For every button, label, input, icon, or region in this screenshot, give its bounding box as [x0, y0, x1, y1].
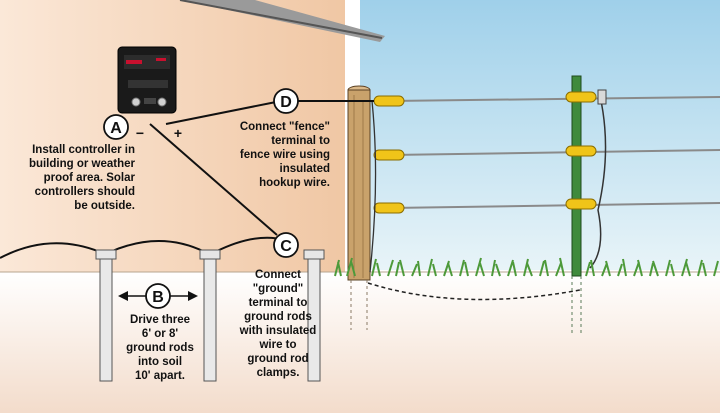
roof-edge [179, 0, 383, 39]
steel-t-post [571, 75, 582, 335]
jumper-wire [589, 95, 607, 269]
post-wire [369, 100, 377, 273]
gate-handle [597, 89, 607, 105]
step-badge-a: A [103, 114, 129, 140]
ground-rod [199, 249, 221, 382]
insulator [373, 149, 405, 161]
buried-wire [0, 242, 101, 259]
ground-rod [303, 249, 325, 382]
step-c-note: Connect "ground" terminal to ground rods… [239, 269, 317, 379]
step-b-note: Drive three 6' or 8' ground rods into so… [126, 314, 194, 382]
ground-hookup-wire [149, 123, 278, 236]
insulator [565, 91, 597, 103]
insulator [565, 145, 597, 157]
wooden-post [347, 85, 371, 330]
insulator [373, 95, 405, 107]
insulator [565, 198, 597, 210]
buried-wire [109, 240, 206, 253]
step-badge-c: C [273, 232, 299, 258]
step-letter: D [280, 94, 292, 111]
step-letter: A [110, 120, 122, 137]
fence-hookup-wire [165, 101, 277, 125]
grass [334, 257, 719, 277]
insulator [373, 202, 405, 214]
step-badge-d: D [273, 88, 299, 114]
energizer-controller [117, 46, 177, 114]
step-badge-b: B [145, 283, 171, 309]
building-wall [0, 0, 345, 272]
step-letter: B [152, 289, 164, 306]
positive-terminal-label: + [174, 125, 182, 141]
negative-terminal-label: − [136, 125, 144, 141]
ground-rod [95, 249, 117, 382]
step-letter: C [280, 238, 292, 255]
fence-wires [389, 96, 720, 209]
sky [360, 0, 720, 270]
step-d-note: Connect "fence" terminal to fence wire u… [239, 121, 330, 189]
underground-path [367, 282, 581, 301]
step-a-note: Install controller in building or weathe… [28, 144, 135, 212]
